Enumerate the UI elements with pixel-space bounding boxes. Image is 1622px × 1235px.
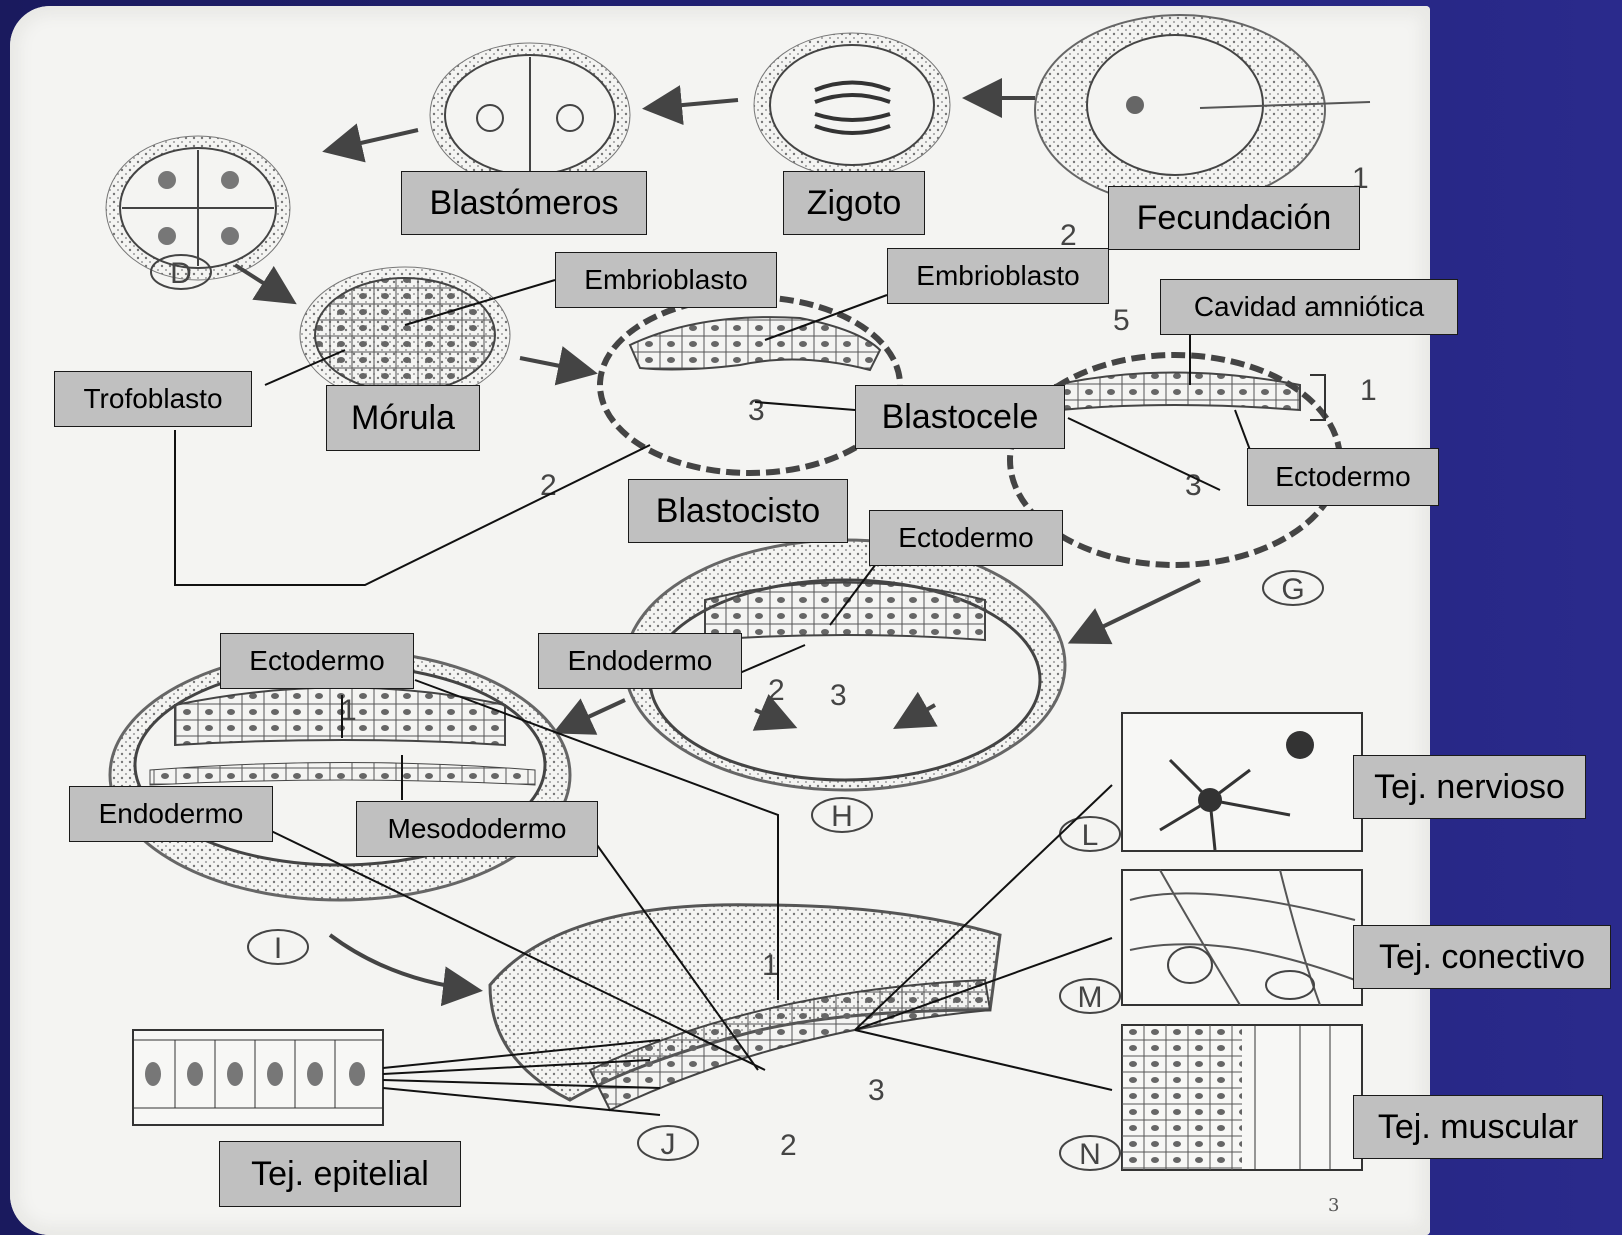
label-cavidad-amniotica: Cavidad amniótica: [1160, 279, 1458, 335]
label-zigoto: Zigoto: [783, 171, 925, 235]
label-ectodermo-i: Ectodermo: [220, 633, 414, 689]
stage-j-drawing: [488, 903, 1002, 1112]
label-ectodermo-g: Ectodermo: [1247, 448, 1439, 506]
plate-number: 3: [1328, 1195, 1340, 1216]
two-cell-drawing: [429, 42, 631, 188]
label-endodermo-h: Endodermo: [538, 633, 742, 689]
numeral-5-g: 5: [1113, 304, 1130, 337]
stage-h-drawing: [623, 538, 1067, 792]
stage-letter-m: M: [1078, 981, 1103, 1014]
epithelial-tissue-box: [132, 1029, 384, 1126]
label-tej-muscular: Tej. muscular: [1353, 1095, 1603, 1159]
label-tej-epitelial: Tej. epitelial: [219, 1141, 461, 1207]
stage-letter-j: J: [661, 1128, 676, 1161]
morula-drawing: [299, 266, 511, 404]
stage-letter-g: G: [1281, 573, 1304, 606]
fecundation-drawing: [1034, 14, 1371, 206]
label-tej-conectivo: Tej. conectivo: [1353, 925, 1611, 989]
label-trofoblasto: Trofoblasto: [54, 371, 252, 427]
label-endodermo-i: Endodermo: [69, 786, 273, 842]
numeral-3-h: 3: [830, 679, 847, 712]
label-blastocele: Blastocele: [855, 385, 1065, 449]
stage-letter-d: D: [170, 257, 192, 290]
numeral-3-g: 3: [1185, 469, 1202, 502]
leader-lines: [174, 279, 1251, 1116]
stage-letter-h: H: [831, 800, 853, 833]
numeral-1-g: 1: [1360, 374, 1377, 407]
numeral-2-fecundation: 2: [1060, 219, 1077, 252]
label-ectodermo-h: Ectodermo: [869, 510, 1063, 566]
stage-letter-n: N: [1079, 1138, 1101, 1171]
label-fecundacion: Fecundación: [1108, 186, 1360, 250]
blastocyst-drawing: [597, 294, 903, 476]
label-embrioblasto-blastocyst: Embrioblasto: [887, 248, 1109, 304]
muscle-tissue-box: [1121, 1024, 1363, 1171]
label-blastocisto: Blastocisto: [628, 479, 848, 543]
numeral-2-h: 2: [768, 674, 785, 707]
numeral-2-j: 2: [780, 1129, 797, 1162]
stage-g-drawing: [1007, 352, 1343, 568]
connective-tissue-box: [1121, 869, 1363, 1006]
label-blastomeros: Blastómeros: [401, 171, 647, 235]
numeral-3-j: 3: [868, 1074, 885, 1107]
label-tej-nervioso: Tej. nervioso: [1353, 755, 1586, 819]
numeral-3-blastocyst: 3: [748, 394, 765, 427]
label-morula: Mórula: [326, 385, 480, 451]
stage-letter-i: I: [274, 932, 282, 965]
numeral-1-j: 1: [762, 949, 779, 982]
numeral-1-i: 1: [340, 694, 357, 727]
label-mesodermo: Mesododermo: [356, 801, 598, 857]
label-embrioblasto-morula: Embrioblasto: [555, 252, 777, 308]
stage-letter-l: L: [1082, 819, 1099, 852]
zygote-drawing: [753, 32, 951, 178]
nervous-tissue-box: [1121, 712, 1363, 852]
four-cell-drawing: [105, 135, 291, 281]
